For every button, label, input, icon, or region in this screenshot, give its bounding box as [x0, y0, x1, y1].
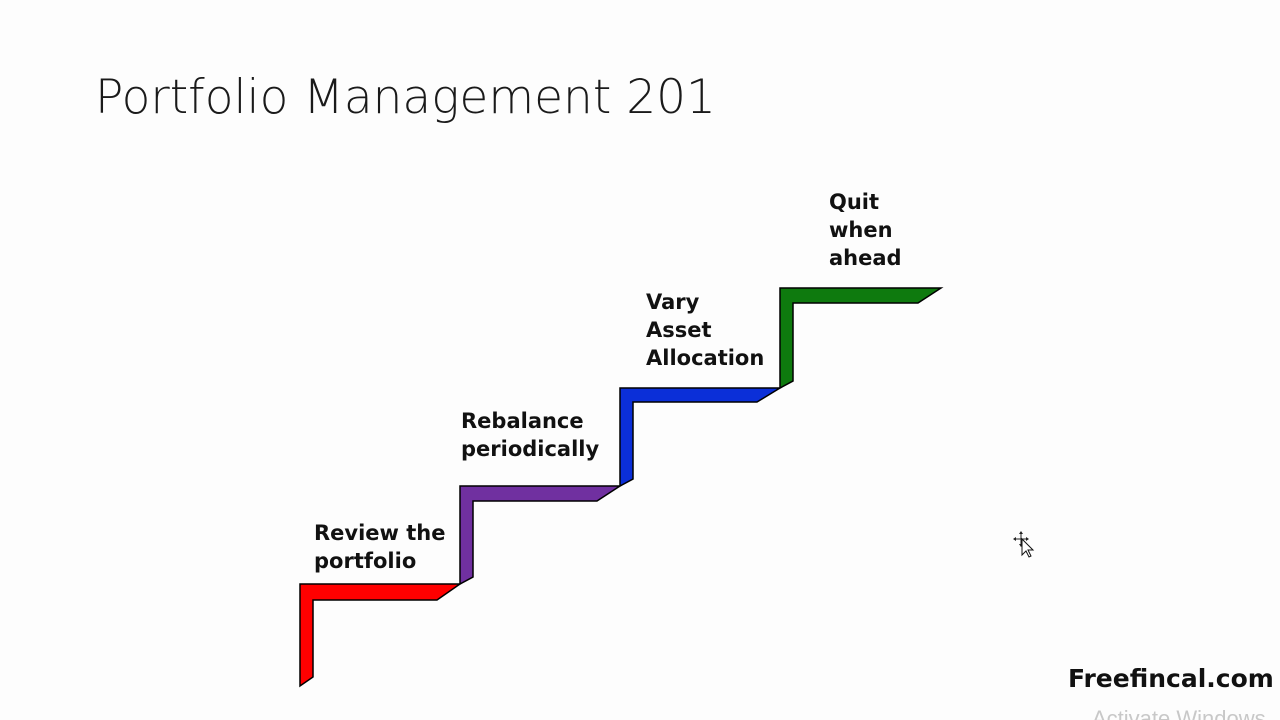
step-2-label-line-2: periodically — [461, 437, 600, 461]
step-3-label-line-2: Asset — [646, 318, 712, 342]
step-2-label-line-1: Rebalance — [461, 409, 584, 433]
step-4-shape — [779, 287, 944, 390]
step-4-label: Quit when ahead — [829, 190, 902, 270]
step-1-label-line-1: Review the — [314, 521, 446, 545]
step-3-shape — [619, 387, 783, 488]
slide-title: Portfolio Management 201 — [95, 70, 716, 125]
step-1-shape — [299, 583, 463, 688]
move-pointer-icon — [1013, 531, 1035, 558]
step-3-label-line-3: Allocation — [646, 346, 764, 370]
activate-windows-watermark: Activate Windows — [1092, 706, 1266, 720]
brand-text: Freefincal.com — [1068, 664, 1274, 693]
step-3-label-line-1: Vary — [646, 290, 700, 314]
step-4-label-line-2: when — [829, 218, 893, 242]
step-4-label-line-1: Quit — [829, 190, 879, 214]
step-1-label: Review the portfolio — [314, 521, 453, 573]
step-2-label: Rebalance periodically — [461, 409, 600, 461]
step-3-label: Vary Asset Allocation — [646, 290, 764, 370]
step-4-label-line-3: ahead — [829, 246, 902, 270]
step-2-shape — [459, 485, 623, 586]
step-1-label-line-2: portfolio — [314, 549, 416, 573]
